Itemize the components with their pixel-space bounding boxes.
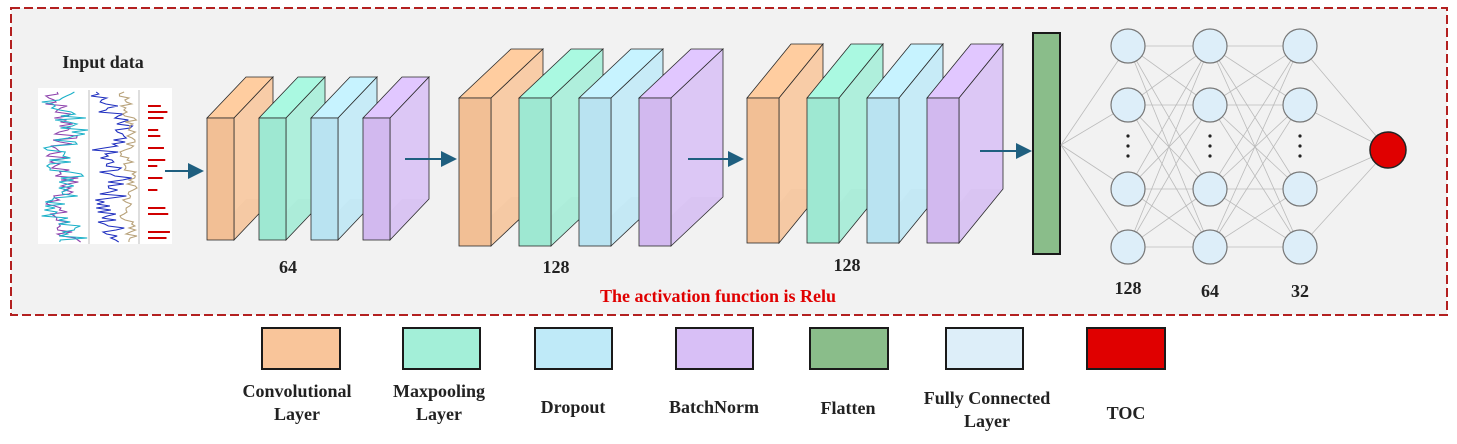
dense-2-node-4 [1192, 229, 1228, 265]
legend-label-maxpooling: Maxpooling Layer [392, 381, 485, 424]
ellipsis-dot [1208, 144, 1212, 148]
ellipsis-dot [1298, 134, 1302, 138]
input-data-label: Input data [62, 52, 144, 72]
ellipsis-dot [1298, 154, 1302, 158]
ellipsis-dot [1208, 154, 1212, 158]
dense-1-node-4 [1110, 229, 1146, 265]
legend-label-batchnorm: BatchNorm [669, 397, 759, 417]
toc-output-node [1369, 131, 1407, 169]
dense-connections [1060, 45, 1389, 248]
ellipsis-dot [1126, 154, 1130, 158]
dense-3-node-2 [1282, 87, 1318, 123]
legend-label-toc: TOC [1106, 403, 1146, 423]
legend-label-flatten: Flatten [820, 398, 876, 418]
ellipsis-dot [1208, 134, 1212, 138]
batchnorm-layer [637, 48, 725, 247]
dense-1-units: 128 [1115, 278, 1142, 298]
batchnorm-layer [926, 42, 1004, 245]
dense-1-node-3 [1110, 171, 1146, 207]
legend-swatch-batchnorm [675, 327, 754, 370]
dense-2-node-3 [1192, 171, 1228, 207]
dense-3-node-4 [1282, 229, 1318, 265]
dense-2-node-1 [1192, 28, 1228, 64]
legend-swatch-toc [1086, 327, 1166, 370]
ellipsis-dot [1298, 144, 1302, 148]
dense-layers [1110, 28, 1318, 265]
dense-1-node-1 [1110, 28, 1146, 64]
dense-1-node-2 [1110, 87, 1146, 123]
dense-3-units: 32 [1291, 281, 1309, 301]
flatten-layer [1032, 32, 1061, 255]
conv-block-3 [746, 42, 1004, 245]
legend-label-dropout: Dropout [540, 397, 606, 417]
input-trace [118, 91, 138, 243]
conv-block-1 [206, 75, 430, 242]
legend-swatch-dropout [534, 327, 613, 370]
dense-3-node-3 [1282, 171, 1318, 207]
input-data-thumbnail [38, 88, 172, 244]
block-2-filters: 128 [543, 257, 570, 277]
legend-swatch-fully-connected [945, 327, 1024, 370]
legend-label-fully-connected: Fully Connected Layer [923, 388, 1051, 431]
dense-2-node-2 [1192, 87, 1228, 123]
dense-3-node-1 [1282, 28, 1318, 64]
ellipsis-dot [1126, 134, 1130, 138]
input-trace [90, 91, 134, 243]
block-1-filters: 64 [279, 257, 297, 277]
block-3-filters: 128 [834, 255, 861, 275]
activation-note: The activation function is Relu [600, 286, 836, 306]
legend-swatch-convolutional [261, 327, 341, 370]
legend-label-convolutional: Convolutional Layer [242, 381, 352, 424]
legend-swatch-flatten [809, 327, 889, 370]
ellipsis-dot [1126, 144, 1130, 148]
legend-swatch-maxpooling [402, 327, 481, 370]
conv-block-2 [457, 48, 725, 247]
input-trace [41, 91, 89, 243]
dense-2-units: 64 [1201, 281, 1219, 301]
